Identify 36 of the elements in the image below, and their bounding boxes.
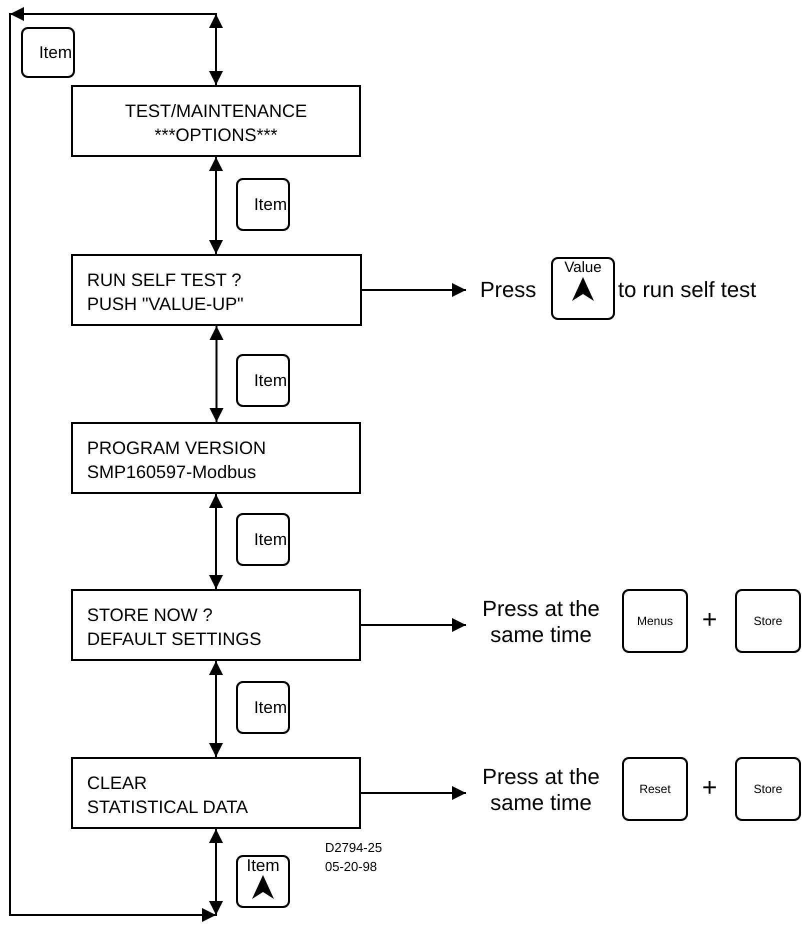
instruction-text: Press at the same time (481, 764, 601, 816)
instruction-text: to run self test (618, 277, 756, 303)
keypad-key: Item (236, 513, 290, 566)
key-label: Value (564, 259, 602, 277)
keypad-key: Item (236, 681, 290, 734)
display-text: PROGRAM VERSION (87, 437, 266, 460)
display-box (71, 254, 362, 326)
display-text: RUN SELF TEST ? (87, 269, 242, 292)
keypad-key (551, 257, 615, 320)
display-box (71, 85, 361, 157)
display-text: SMP160597-Modbus (87, 461, 256, 484)
keypad-key: Store (735, 757, 801, 821)
display-text: STORE NOW ? (87, 604, 213, 627)
display-box (71, 589, 361, 661)
plus-sign: + (702, 604, 718, 635)
plus-sign: + (702, 772, 718, 803)
display-text: ***OPTIONS*** (153, 124, 279, 147)
key-label: Item (246, 857, 280, 875)
display-box (71, 757, 361, 829)
keypad-key: Menus (622, 589, 688, 653)
keypad-key: Item (236, 354, 290, 407)
display-text: STATISTICAL DATA (87, 796, 248, 819)
display-text: CLEAR (87, 772, 148, 795)
display-text: DEFAULT SETTINGS (87, 628, 262, 651)
keypad-key (236, 855, 290, 908)
keypad-key: Item (21, 27, 75, 78)
drawing-number: D2794-25 (325, 840, 382, 855)
display-text: TEST/MAINTENANCE (124, 100, 308, 123)
date-text: 05-20-98 (325, 859, 378, 874)
display-text: PUSH "VALUE-UP" (87, 293, 244, 316)
keypad-key: Reset (622, 757, 688, 821)
keypad-key: Item (236, 178, 290, 231)
instruction-text: Press at the same time (481, 596, 601, 648)
keypad-key: Store (735, 589, 801, 653)
display-box (71, 422, 361, 494)
instruction-text: Press (480, 277, 536, 303)
